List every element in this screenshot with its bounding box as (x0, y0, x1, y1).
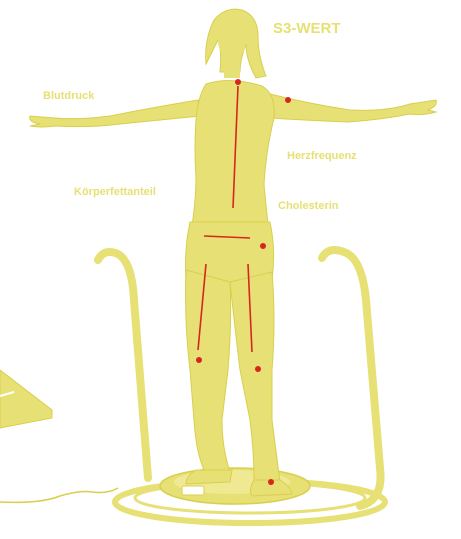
marker-hip (260, 243, 266, 249)
head (218, 20, 246, 60)
left-handrail (98, 252, 148, 478)
side-device (0, 370, 52, 428)
marker-neck (235, 79, 241, 85)
left-leg (186, 270, 231, 472)
neck (224, 56, 240, 78)
cable (0, 488, 118, 502)
marker-left-knee (196, 357, 202, 363)
right-leg (230, 272, 280, 482)
marker-foot (268, 479, 274, 485)
koerperfettanteil-label: Körperfettanteil (74, 186, 156, 198)
marker-shoulder (285, 97, 291, 103)
blutdruck-label: Blutdruck (43, 90, 94, 102)
left-arm (30, 100, 200, 127)
left-foot (186, 470, 232, 484)
board-display (182, 486, 204, 495)
right-handrail (322, 250, 381, 506)
s3-wert-label: S3-WERT (273, 20, 341, 37)
marker-right-knee (255, 366, 261, 372)
right-arm (270, 94, 436, 122)
herzfrequenz-label: Herzfrequenz (287, 150, 357, 162)
cholesterin-label: Cholesterin (278, 200, 339, 212)
